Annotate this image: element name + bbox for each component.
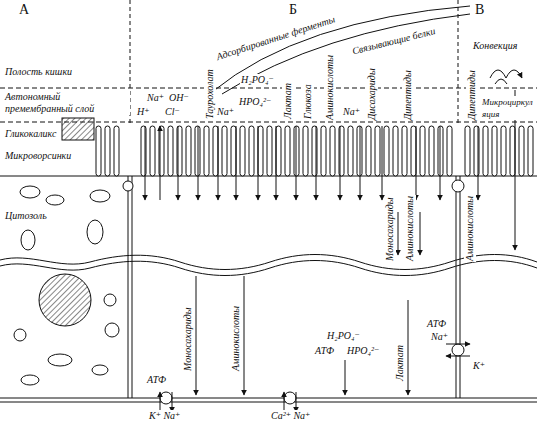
substance-label: Дисахариды: [366, 67, 378, 121]
substance-label: Лактат: [394, 344, 406, 382]
microvillus: [150, 126, 155, 176]
substance-label: Адсорбированные ферменты: [214, 13, 338, 63]
microvillus: [420, 126, 425, 176]
microvillus: [186, 126, 191, 176]
microvillus: [447, 126, 452, 176]
substance-label: Дипептиды: [402, 69, 414, 121]
substance-label: Таурохолат: [204, 68, 216, 120]
layer-name: Гликокаликс: [4, 128, 57, 140]
microvillus: [510, 126, 515, 176]
microvillus: [411, 126, 416, 176]
microvillus: [303, 126, 308, 176]
microvillus: [114, 126, 119, 176]
microvillus: [213, 126, 218, 176]
substance-label: OH⁻: [168, 92, 190, 104]
substance-label: Конвекция: [472, 40, 518, 52]
microvillus: [276, 126, 281, 176]
microvillus: [240, 126, 245, 176]
substance-label: Cl⁻: [164, 106, 181, 118]
microvillus: [231, 126, 236, 176]
microvillus: [465, 126, 470, 176]
column-letter: А: [18, 2, 30, 18]
layer-name: Цитозоль: [4, 210, 48, 222]
microvillus: [168, 126, 173, 176]
substance-label: Связывающие белки: [350, 25, 438, 58]
microvillus: [249, 126, 254, 176]
substance-label: Na⁺: [342, 106, 361, 118]
column-letter: Б: [288, 2, 298, 18]
microvillus: [330, 126, 335, 176]
microvillus: [501, 126, 506, 176]
substance-label: Дипептиды: [466, 69, 478, 121]
microvillus: [402, 126, 407, 176]
microvillus: [222, 126, 227, 176]
substance-label: АТФ: [426, 318, 447, 330]
layer-name: Микроворсинки: [4, 150, 72, 162]
microvillus: [429, 126, 434, 176]
substance-label: АТФ: [314, 345, 335, 357]
substance-label: Аминокислоты: [230, 305, 242, 372]
layer-name: Автономный премембранный слой: [4, 91, 130, 115]
substance-label: K⁺ Na⁺: [148, 410, 181, 422]
substance-label: Na⁺: [430, 331, 449, 343]
substance-label: Аминокислоты: [464, 195, 476, 262]
column-letter: В: [474, 2, 485, 18]
microvillus: [267, 126, 272, 176]
substance-label: Na⁺: [146, 92, 165, 104]
microvillus: [393, 126, 398, 176]
substance-label: H⁺: [136, 106, 151, 118]
substance-label: Моносахариды: [384, 197, 396, 262]
substance-label: Ca²⁺ Na⁺: [270, 410, 311, 422]
microvillus: [321, 126, 326, 176]
substance-label: H₂PO₄⁻: [326, 330, 361, 342]
microvillus: [519, 126, 524, 176]
layer-name: Полость кишки: [4, 66, 73, 78]
substance-label: Микроциркуляция: [481, 96, 535, 120]
microvillus: [348, 126, 353, 176]
substance-label: Na⁺: [216, 106, 235, 118]
substance-label: Лактат: [282, 82, 294, 120]
substance-label: Аминокислоты: [324, 54, 336, 121]
substance-label: АТФ: [146, 374, 167, 386]
microvillus: [366, 126, 371, 176]
microvillus: [258, 126, 263, 176]
microvillus: [105, 126, 110, 176]
substance-label: Аминокислоты: [404, 195, 416, 262]
substance-label: HPO₄²⁻: [238, 96, 272, 108]
substance-label: H₂PO₄⁻: [240, 74, 275, 86]
microvillus: [375, 126, 380, 176]
substance-label: K⁺: [472, 360, 486, 372]
microvillus: [285, 126, 290, 176]
substance-label: Глюкоза: [302, 83, 314, 120]
substance-label: Моносахариды: [182, 307, 194, 372]
microvillus: [204, 126, 209, 176]
substance-label: HPO₄²⁻: [346, 345, 380, 357]
microvillus: [96, 126, 101, 176]
microvillus: [483, 126, 488, 176]
microvillus: [528, 126, 533, 176]
microvillus: [384, 126, 389, 176]
microvillus: [492, 126, 497, 176]
